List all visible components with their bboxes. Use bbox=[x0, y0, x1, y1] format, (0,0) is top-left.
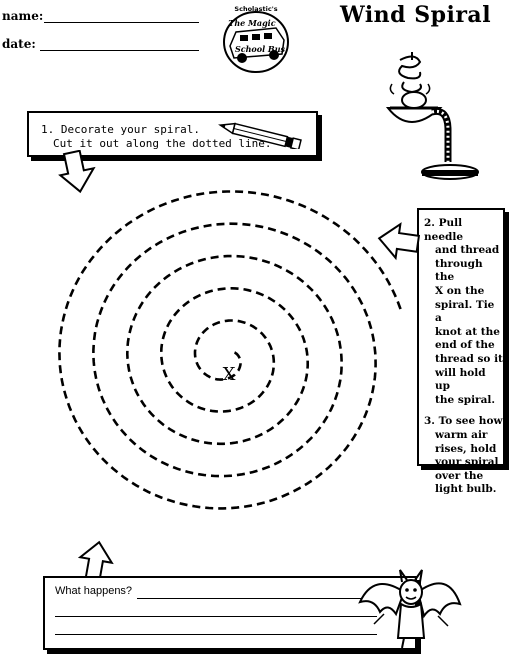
spiral-center-x: X bbox=[223, 364, 236, 385]
answer-prompt: What happens? bbox=[55, 585, 133, 597]
step2-line: will hold up bbox=[435, 366, 486, 393]
name-field-line[interactable] bbox=[44, 22, 199, 23]
step2-line: the spiral. bbox=[435, 393, 496, 406]
step3-line: warm air bbox=[435, 428, 488, 441]
step2-line: X on the bbox=[435, 284, 485, 297]
instruction-box-steps-2-3: 2. Pull needle and thread through the X … bbox=[417, 208, 505, 495]
date-label: date: bbox=[2, 37, 36, 51]
step1-line1: 1. Decorate your spiral. bbox=[41, 123, 200, 136]
step3-line: rises, hold bbox=[435, 442, 497, 455]
logo-text-2: The Magic bbox=[228, 18, 275, 28]
instruction-box-step1: 1. Decorate your spiral. Cut it out alon… bbox=[27, 111, 318, 157]
answer-box: What happens? bbox=[43, 576, 417, 650]
step2-line: and thread bbox=[435, 244, 500, 257]
step3-line: light bulb. bbox=[435, 483, 497, 496]
name-label: name: bbox=[2, 9, 44, 23]
answer-line-3[interactable] bbox=[55, 634, 377, 635]
arrow-down-icon bbox=[58, 150, 96, 194]
step3-line: your spiral bbox=[435, 456, 499, 469]
step2-line: 2. Pull needle bbox=[424, 217, 464, 243]
logo-text-3: School Bus bbox=[235, 44, 286, 54]
bat-illustration bbox=[354, 562, 464, 652]
arrow-left-icon bbox=[377, 222, 420, 261]
step2-line: thread so it bbox=[435, 352, 503, 365]
step2-line: knot at the bbox=[435, 325, 500, 338]
answer-line-2[interactable] bbox=[55, 616, 377, 617]
step2-line: spiral. Tie a bbox=[435, 298, 495, 325]
lamp-illustration bbox=[360, 50, 480, 190]
date-field-line[interactable] bbox=[40, 50, 199, 51]
answer-line-1[interactable] bbox=[137, 598, 377, 599]
step3-line: 3. To see how bbox=[424, 415, 503, 428]
logo-text-1: Scholastic's bbox=[234, 5, 277, 13]
step2-line: end of the bbox=[435, 339, 495, 352]
step1-line2: Cut it out along the dotted line. bbox=[53, 137, 272, 150]
page-title: Wind Spiral bbox=[340, 2, 492, 28]
step3-line: over the bbox=[435, 469, 484, 482]
pencil-icon bbox=[218, 122, 302, 149]
magic-school-bus-logo: Scholastic's The Magic School Bus bbox=[212, 2, 300, 76]
arrow-up-icon bbox=[78, 540, 114, 580]
step2-line: through the bbox=[435, 257, 483, 284]
